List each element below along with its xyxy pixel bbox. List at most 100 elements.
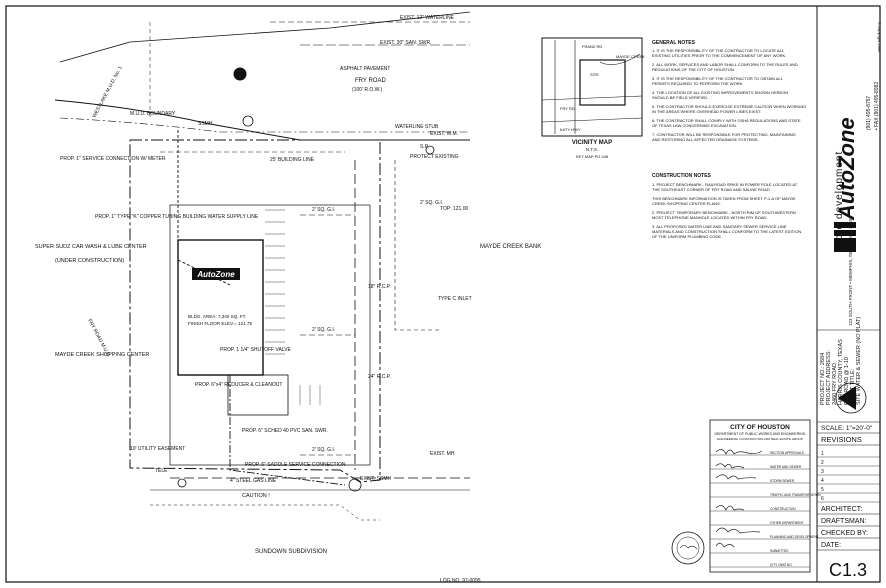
construction-notes: CONSTRUCTION NOTES 1. PROJECT BENCHMARK …	[652, 173, 801, 239]
vicinity-scale: N.T.S.	[586, 147, 598, 152]
sp-label: S.P.	[420, 144, 429, 150]
sundown-label: SUNDOWN SUBDIVISION	[255, 549, 327, 555]
city-block-frame	[709, 419, 811, 573]
gas-label: 4" STEEL GAS LINE	[230, 478, 277, 484]
easement-label: 10' UTILITY EASEMENT	[130, 446, 185, 452]
city-title: CITY OF HOUSTON	[730, 424, 790, 431]
general-note-6: 7. CONTRACTOR WILL BE RESPONSIBLE FOR PR…	[652, 132, 796, 142]
inlet-ne	[425, 145, 435, 155]
engineer-seal	[671, 531, 705, 565]
loading-area	[227, 374, 289, 416]
title-block: © copyright 1996 AutoZone store developm…	[816, 6, 882, 582]
plan-north-marker	[233, 67, 247, 81]
city-sub: ENGINEERING CONSTRUCTION AND REAL ESTATE…	[717, 437, 802, 441]
signatures	[715, 449, 763, 548]
mud-boundary-line	[59, 117, 470, 133]
city-row-label: SECTION APPROVALS	[770, 451, 804, 455]
parking-area	[169, 204, 371, 466]
sheet-number: C1.3	[829, 560, 867, 580]
scale-label: SCALE: 1"=20'-0"	[821, 425, 873, 432]
copyright-label: © copyright 1996	[877, 22, 882, 53]
signoff-fields: ARCHITECT: DRAFTSMAN: CHECKED BY: DATE:	[817, 506, 880, 551]
service-label: PROP. 1" SERVICE CONNECTION W/ METER	[60, 156, 166, 162]
exist-mh-label: EXIST. MH	[430, 451, 455, 457]
stub-label: WATERLINE STUB	[395, 124, 439, 130]
north-arrow-icon	[835, 382, 867, 414]
water-service-line	[177, 130, 231, 286]
architect-label: ARCHITECT:	[821, 506, 862, 513]
construction-note-0: 1. PROJECT BENCHMARK - RAILROAD SPIKE IN…	[652, 182, 798, 192]
vicinity-map: FRANZ RD MAYDE CREEK SITE FRY RD KATY HW…	[541, 37, 645, 159]
exist-ssmh-label: EXIST. SSMH	[360, 476, 392, 482]
date-label: DATE:	[821, 542, 841, 549]
storm-laterals	[300, 214, 355, 456]
copper-label: PROP. 1" TYPE "K" COPPER TUBING BUILDING…	[95, 214, 259, 220]
gi-label-a: 2' SQ. G.I.	[312, 207, 335, 213]
vicinity-label-2: MAYDE CREEK	[616, 54, 645, 59]
caution-label: CAUTION !	[242, 493, 270, 499]
revisions-label: REVISIONS	[821, 435, 862, 444]
general-note-5: 6. THE CONTRACTOR SHALL COMPLY WITH OSHA…	[652, 118, 801, 128]
building-logo-bg	[192, 268, 240, 280]
ssmh-north	[242, 115, 254, 127]
rcp-18-label: 18" R.C.P.	[368, 284, 391, 290]
revision-row: 2	[821, 460, 824, 466]
construction-notes-title: CONSTRUCTION NOTES	[652, 173, 712, 179]
gi-label-b: 2' SQ. G.I.	[312, 327, 335, 333]
brand-address: 123 SOUTH FRONT • MEMPHIS, TENNESSEE 381…	[848, 216, 853, 326]
general-notes-title: GENERAL NOTES	[652, 40, 696, 46]
project-addr: PROJECT ADDRESS:	[826, 350, 832, 405]
general-note-2: 3. IT IS THE RESPONSIBILITY OF THE CONTR…	[652, 76, 784, 86]
building-line-label: 25' BUILDING LINE	[270, 157, 315, 163]
project-store: FRY ROAD @ 1-10	[844, 357, 850, 405]
construction-note-2: 2. PROJECT TEMPORARY BENCHMARK - NORTH R…	[652, 210, 796, 220]
city-row-label: CONSTRUCTION	[770, 507, 796, 511]
vicinity-label-5: KATY HWY	[560, 127, 581, 132]
city-row-label: OTHER DEPARTMENT	[770, 521, 804, 525]
wm-label: EXIST. W.M.	[430, 131, 458, 137]
plan-labels: WESTLAKE M.U.D. No. 1 FRY ROAD (100' R.O…	[35, 15, 541, 584]
south-easement	[150, 504, 380, 521]
city-row-label: TRAFFIC AND TRANSPORTATION	[770, 493, 821, 497]
vicinity-label-3: SITE	[590, 72, 599, 77]
building-footprint	[177, 239, 264, 376]
brand-fax: • FAX (901) 495-8982	[874, 82, 880, 130]
revision-row: 3	[821, 469, 824, 475]
storm-east	[394, 160, 440, 331]
fry-road-label: FRY ROAD	[355, 78, 386, 84]
north-arrow-head	[838, 386, 856, 410]
ssmh-label: SSMH	[198, 121, 213, 127]
city-row-label: STORM SEWER	[770, 479, 795, 483]
sheet-border	[5, 5, 881, 583]
westlake-label: WESTLAKE M.U.D. No. 1	[91, 65, 123, 119]
project-no: PROJECT NO.: 2684	[820, 353, 826, 405]
tele-label: TELE	[155, 468, 168, 474]
project-street: 2460 FRY ROAD	[832, 363, 838, 405]
construction-note-3: 3. ALL PROPOSED WATER LINE AND SANITARY …	[652, 224, 801, 239]
city-dept: DEPARTMENT OF PUBLIC WORKS AND ENGINEERI…	[714, 432, 805, 436]
general-notes: GENERAL NOTES 1. IT IS THE RESPONSIBILIT…	[652, 40, 806, 142]
city-approval-block: CITY OF HOUSTON DEPARTMENT OF PUBLIC WOR…	[671, 419, 821, 573]
revision-row: 6	[821, 496, 824, 502]
general-notes-items: 1. IT IS THE RESPONSIBILITY OF THE CONTR…	[652, 48, 806, 142]
inlet-label: TYPE C INLET	[438, 296, 472, 302]
mud-boundary-label: M.U.D. BOUNDARY	[130, 111, 176, 117]
vicinity-roads	[541, 40, 643, 134]
sewer-label: PROP. 6" SCHED 40 PVC SAN. SWR.	[242, 428, 328, 434]
vicinity-title: VICINITY MAP	[572, 140, 612, 146]
ssmh-south	[348, 478, 362, 492]
car-wash-sub-label: (UNDER CONSTRUCTION)	[55, 258, 124, 264]
vicinity-label-4: FRY RD	[560, 106, 575, 111]
vicinity-label-1: FRANZ RD	[582, 44, 602, 49]
exist-30-label: EXIST. 30" SAN. SWR.	[380, 40, 432, 46]
rcp-24-label: 24" R.C.P.	[368, 374, 391, 380]
project-county: HARRIS COUNTY, TEXAS	[838, 339, 844, 405]
building-area-label: BLDG. AREA: 7,340 SQ. FT.	[188, 314, 246, 319]
saddle-label: PROP. 6" SADDLE SERVICE CONNECTION	[245, 462, 346, 468]
city-row-label: SUBMITTED	[770, 549, 789, 553]
cleanout-label: PROP. 6"x4" REDUCER & CLEANOUT	[195, 382, 282, 388]
brand-name: AutoZone	[834, 117, 859, 221]
